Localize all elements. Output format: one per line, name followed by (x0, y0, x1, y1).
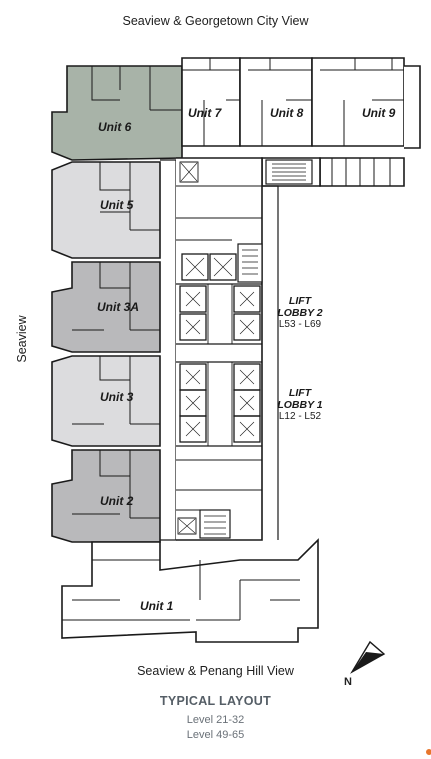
bottom-view-label: Seaview & Penang Hill View (137, 664, 294, 678)
lift-lobby-2-label: LIFT LOBBY 2 L53 - L69 (274, 295, 326, 330)
lift-lobby-2-line1: LIFT (288, 295, 312, 307)
unit-8-label: Unit 8 (270, 106, 304, 120)
lift-lobby-1-line1: LIFT (288, 387, 312, 399)
north-label: N (344, 676, 352, 688)
unit-6-label: Unit 6 (98, 120, 132, 134)
unit-5-label: Unit 5 (100, 198, 134, 212)
unit-9-area (311, 57, 405, 147)
unit-2-area (51, 449, 161, 543)
lift-lobby-2-line2: LOBBY 2 (277, 307, 323, 319)
north-arrow-icon (350, 640, 386, 674)
unit-9-label: Unit 9 (362, 106, 396, 120)
side-view-label: Seaview (15, 315, 29, 363)
unit-3a-label: Unit 3A (97, 300, 139, 314)
unit-8-area (239, 57, 313, 147)
top-view-label: Seaview & Georgetown City View (122, 14, 309, 28)
layout-title: TYPICAL LAYOUT (159, 694, 272, 708)
lift-lobby-2-range: L53 - L69 (278, 319, 322, 330)
lift-lobby-1-line2: LOBBY 1 (277, 399, 323, 411)
unit-7-area (181, 57, 241, 147)
unit-2-label: Unit 2 (100, 494, 134, 508)
level-range-1: Level 21-32 (186, 714, 245, 726)
lift-lobby-1-range: L12 - L52 (278, 411, 322, 422)
unit-3-label: Unit 3 (100, 390, 134, 404)
level-range-2: Level 49-65 (186, 729, 245, 741)
unit-1-area (61, 538, 319, 643)
unit-6-area (51, 65, 183, 161)
unit-1-label: Unit 1 (140, 599, 174, 613)
lift-lobby-1-label: LIFT LOBBY 1 L12 - L52 (274, 387, 326, 422)
unit-5-area (51, 161, 161, 259)
unit-7-label: Unit 7 (188, 106, 222, 120)
